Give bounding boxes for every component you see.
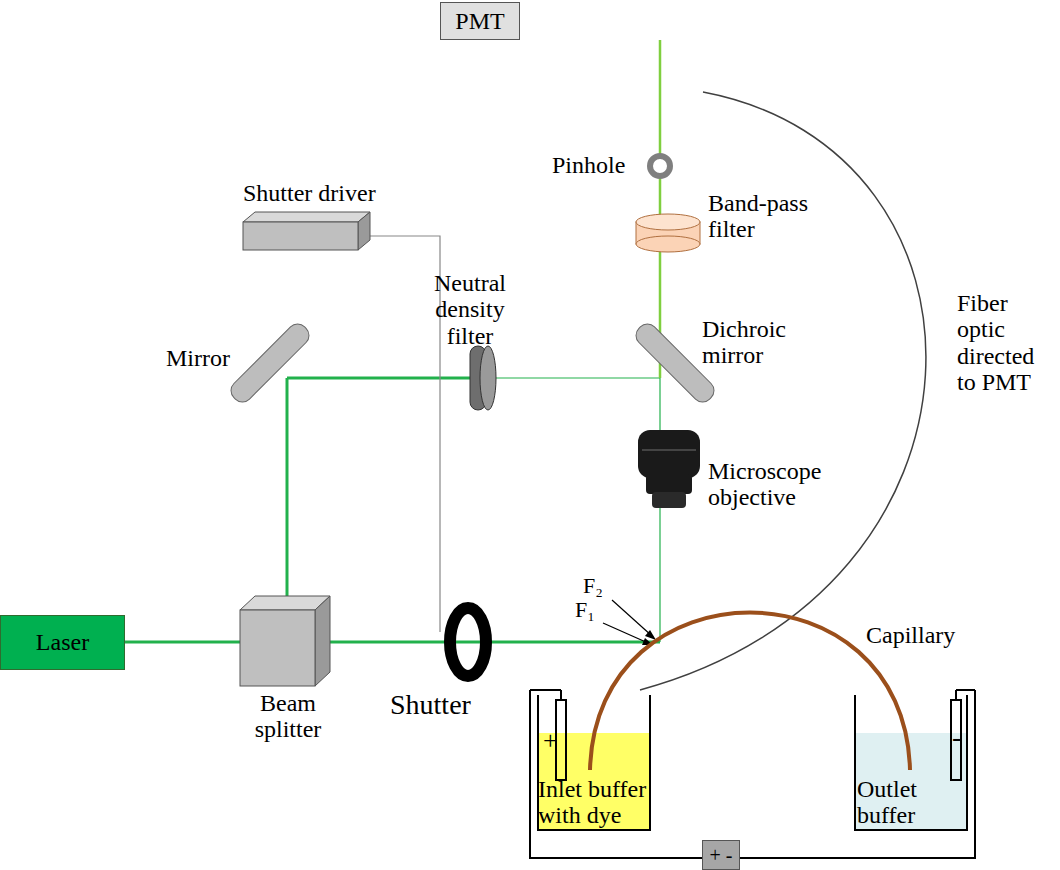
attenuated-beam <box>485 377 660 378</box>
component-label: Shutter <box>390 690 471 721</box>
component-label: Beam splitter <box>233 690 343 743</box>
power-wire <box>560 690 562 700</box>
node-text: PMT <box>455 8 504 35</box>
focus-pointer <box>612 600 652 636</box>
component-label: Neutral density filter <box>420 270 520 349</box>
arrowhead <box>645 630 656 640</box>
component-label: Inlet buffer with dye <box>538 776 673 829</box>
shutter-driver-box <box>243 212 370 250</box>
shutter-wire <box>370 236 440 632</box>
excitation-beam <box>659 378 660 642</box>
emission-beam <box>659 40 662 378</box>
component-label: Outlet buffer <box>857 776 967 829</box>
laser-beam <box>330 641 660 644</box>
component-label: Shutter driver <box>243 180 376 206</box>
shutter-ring <box>450 608 486 676</box>
laser-beam <box>287 377 470 380</box>
laser-beam <box>125 641 240 644</box>
component-label: Pinhole <box>552 152 625 178</box>
capillary <box>590 613 910 771</box>
power-wire <box>956 689 975 691</box>
component-label: Microscope objective <box>708 458 848 511</box>
focal-point-label: F₂ <box>583 574 603 598</box>
beam-splitter-cube <box>240 596 330 686</box>
component-label: Dichroic mirror <box>702 316 812 369</box>
power-wire <box>955 690 957 700</box>
power-wire <box>530 690 702 858</box>
polarity-sign: - <box>952 722 961 753</box>
polarity-sign: + <box>543 727 558 756</box>
power-wire <box>740 690 975 858</box>
component-label: Mirror <box>166 345 230 371</box>
focal-point-label: F₁ <box>575 598 595 622</box>
laser-box: Laser <box>0 615 125 670</box>
focus-pointer <box>603 623 648 643</box>
microscope-objective <box>638 430 700 508</box>
node-text: + - <box>710 844 733 867</box>
laser-beam <box>286 378 289 596</box>
pmt-box: PMT <box>440 2 520 40</box>
component-label: Band-pass filter <box>708 190 820 243</box>
component-label: Capillary <box>866 622 955 648</box>
component-label: Fiber optic directed to PMT <box>957 290 1055 396</box>
node-text: Laser <box>36 629 89 656</box>
power-wire <box>530 689 561 691</box>
band-pass-filter <box>636 214 700 252</box>
pinhole <box>650 156 670 176</box>
fiber-optic <box>640 92 926 690</box>
neutral-density-filter <box>470 346 496 410</box>
mirror <box>227 320 313 406</box>
power-supply-box: + - <box>702 840 740 870</box>
